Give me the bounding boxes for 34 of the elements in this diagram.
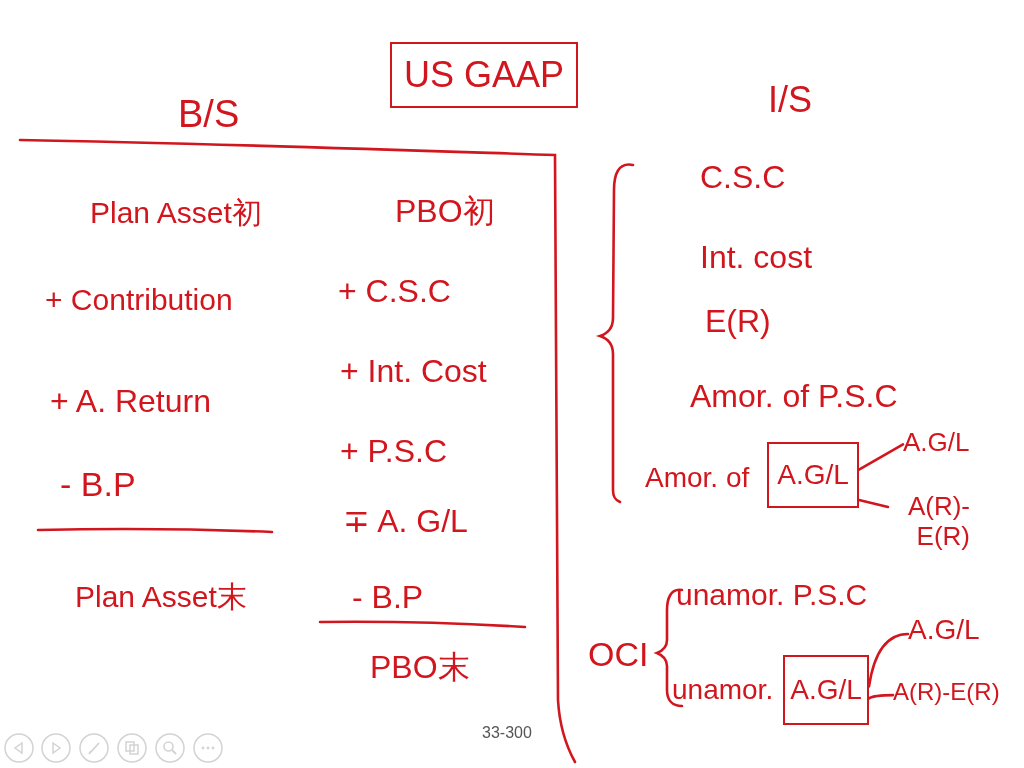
line-item: Amor. of [645,461,750,494]
column-heading: Plan Asset初 [90,195,262,231]
branch-term: A(R)-E(R) [893,678,1000,706]
section-heading: OCI [588,635,649,675]
boxed-term: A.G/L [783,655,869,725]
line-item: ∓ A. G/L [343,503,468,541]
line-item: + Contribution [45,282,233,318]
line-item: Int. cost [700,239,813,277]
branch-line [867,693,895,700]
line-item: - B.P [60,465,136,505]
line-item: E(R) [705,303,771,341]
page-number: 33-300 [482,723,532,743]
boxed-term: A.G/L [767,442,859,508]
section-heading: B/S [178,92,240,137]
column-heading: PBO初 [395,193,495,231]
line-item: Amor. of P.S.C [690,378,898,416]
branch-line [867,632,910,688]
line-item: C.S.C [700,159,786,197]
total-label: PBO末 [370,649,470,687]
branch-term: A.G/L [908,614,980,647]
boxed-term: US GAAP [390,42,578,108]
line-item: + P.S.C [340,433,448,471]
line-item: + A. Return [50,383,211,421]
line-item: unamor. P.S.C [676,577,868,613]
branch-term: A(R)- E(R) [888,492,970,552]
line-item: unamor. [672,673,774,706]
line-item: + C.S.C [338,273,451,311]
section-heading: I/S [768,79,812,121]
line-item: + Int. Cost [340,353,487,391]
branch-term: A.G/L [903,428,970,458]
line-item: - B.P [352,579,424,617]
total-label: Plan Asset末 [75,579,247,615]
branch-line [857,443,905,472]
branch-line [857,498,890,509]
